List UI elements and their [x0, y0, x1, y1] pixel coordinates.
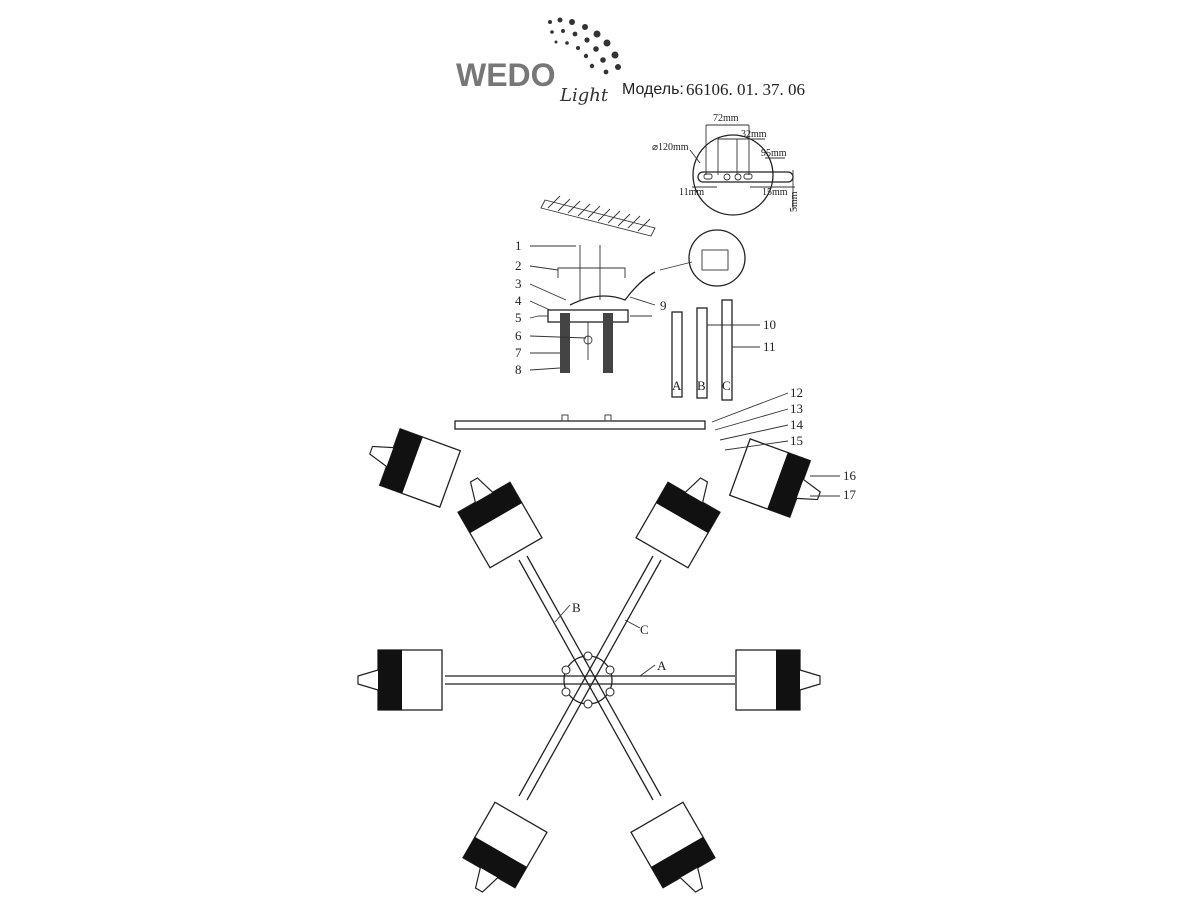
svg-text:3: 3: [515, 276, 522, 291]
svg-text:4: 4: [515, 293, 522, 308]
svg-text:2: 2: [515, 258, 522, 273]
svg-text:WEDO: WEDO: [456, 57, 556, 93]
arm-label-c: C: [640, 622, 649, 637]
svg-text:C: C: [722, 378, 731, 393]
side-view: [360, 392, 840, 525]
ceiling-hatch: [540, 195, 656, 237]
svg-text:11: 11: [763, 339, 776, 354]
mounting-plate-detail: 72mm 32mm ⌀120mm 95mm 11mm 15mm 5mm: [652, 113, 800, 216]
svg-text:6: 6: [515, 328, 522, 343]
svg-text:9: 9: [660, 298, 667, 313]
svg-text:⌀120mm: ⌀120mm: [652, 142, 689, 153]
svg-text:A: A: [672, 378, 682, 393]
svg-text:14: 14: [790, 417, 804, 432]
top-view: B C A: [357, 464, 821, 900]
svg-text:72mm: 72mm: [713, 113, 739, 124]
svg-text:1: 1: [515, 238, 522, 253]
svg-text:10: 10: [763, 317, 776, 332]
mounting-assembly: [529, 229, 760, 401]
svg-text:Light: Light: [559, 85, 609, 106]
model-number: 66106. 01. 37. 06: [686, 80, 805, 99]
svg-text:8: 8: [515, 362, 522, 377]
arm-label-b: B: [572, 600, 581, 615]
svg-text:17: 17: [843, 487, 857, 502]
svg-text:16: 16: [843, 468, 857, 483]
svg-text:11mm: 11mm: [679, 187, 704, 198]
svg-text:95mm: 95mm: [761, 148, 787, 159]
svg-text:5: 5: [515, 310, 522, 325]
brand-logo: WEDO Light: [456, 17, 621, 106]
svg-text:13: 13: [790, 401, 803, 416]
model-label: Модель:: [622, 81, 684, 98]
svg-text:5mm: 5mm: [789, 191, 800, 212]
svg-text:12: 12: [790, 385, 803, 400]
svg-text:15: 15: [790, 433, 803, 448]
svg-text:32mm: 32mm: [741, 129, 767, 140]
svg-text:7: 7: [515, 345, 522, 360]
arm-label-a: A: [657, 658, 667, 673]
svg-text:B: B: [697, 378, 706, 393]
part-number-labels: 1 2 3 4 5 6 7 8 9 10 11 12 13 14 15 16 1…: [515, 238, 857, 502]
svg-text:15mm: 15mm: [762, 187, 788, 198]
